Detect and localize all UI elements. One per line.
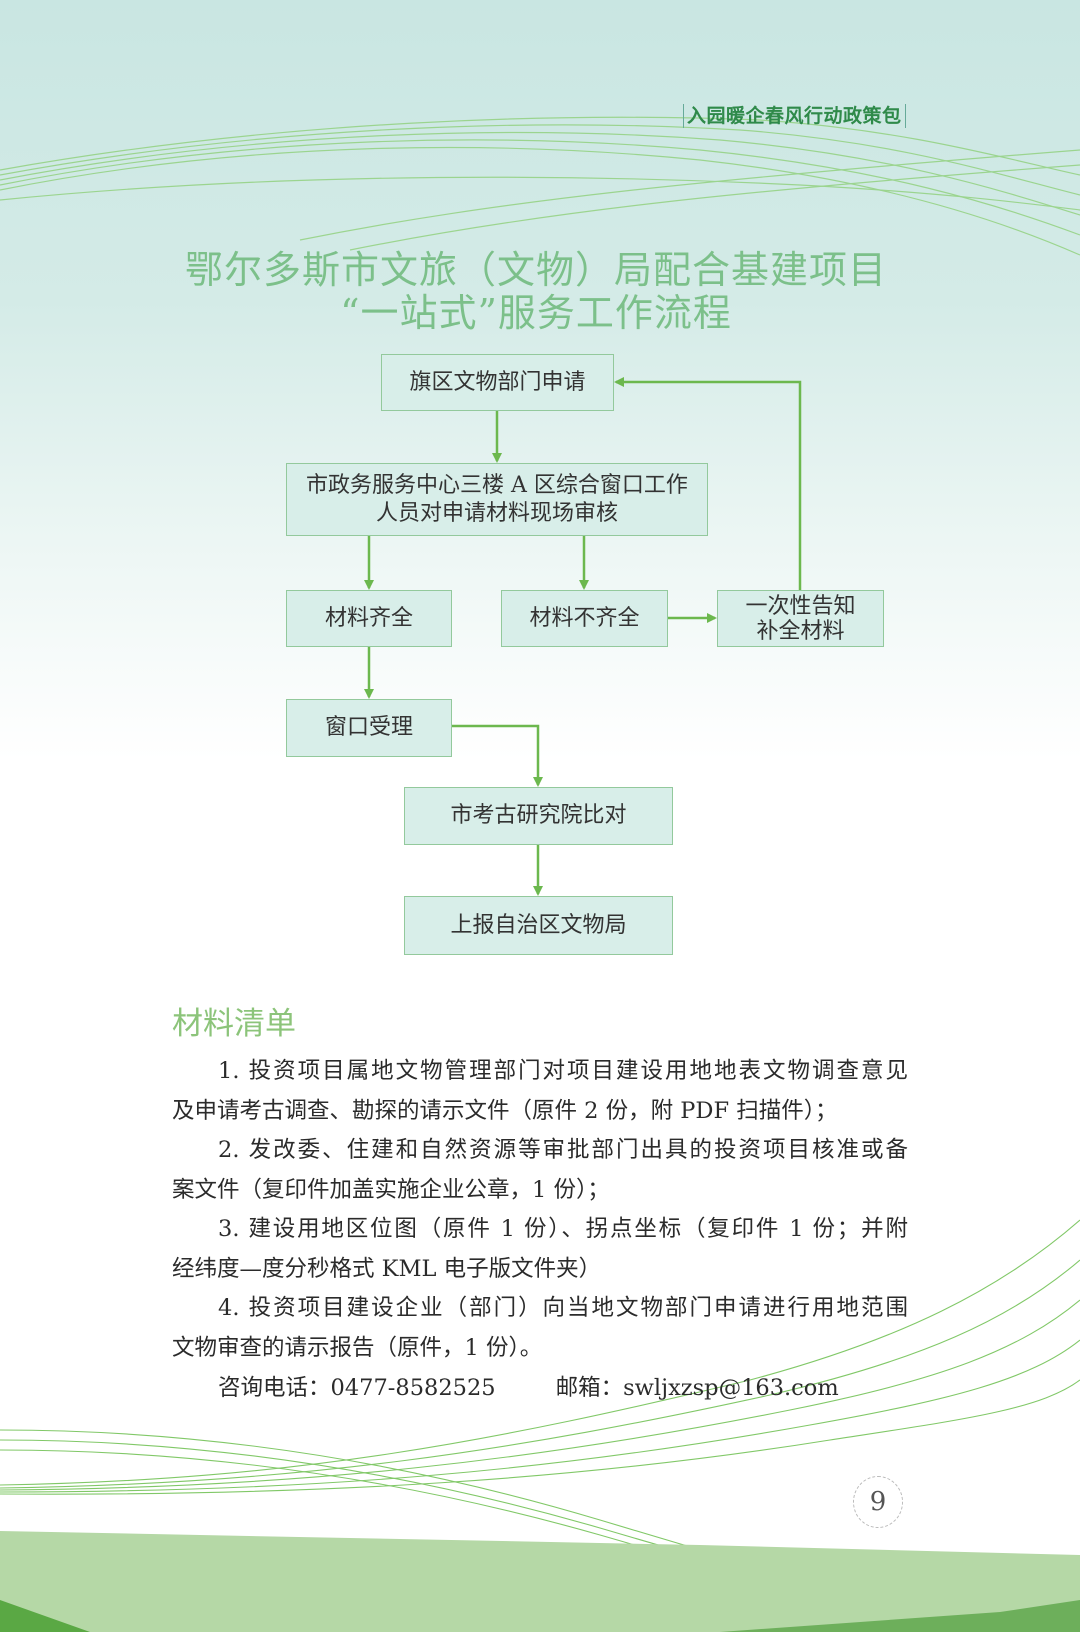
materials-heading: 材料清单 xyxy=(172,1006,296,1042)
page-number: 9 xyxy=(853,1476,903,1528)
flow-node-complete: 材料齐全 xyxy=(286,590,452,647)
email-address: swljxzsp@163.com xyxy=(623,1375,839,1401)
flow-node-label: 市考古研究院比对 xyxy=(450,803,627,828)
material-item-2-line1: 2. 发改委、住建和自然资源等审批部门出具的投资项目核准或备 xyxy=(218,1137,908,1163)
email-label: 邮箱： xyxy=(555,1375,624,1401)
flow-node-label: 市政务服务中心三楼 A 区综合窗口工作 xyxy=(306,472,688,498)
page-title-line1: 鄂尔多斯市文旅（文物）局配合基建项目 xyxy=(184,248,887,292)
flow-node-label: 上报自治区文物局 xyxy=(450,912,627,938)
flow-node-review: 市政务服务中心三楼 A 区综合窗口工作 人员对申请材料现场审核 xyxy=(286,463,708,536)
material-item-1-line2: 及申请考古调查、勘探的请示文件（原件 2 份，附 PDF 扫描件）； xyxy=(172,1098,838,1124)
material-item-1-line1: 1. 投资项目属地文物管理部门对项目建设用地地表文物调查意见 xyxy=(218,1058,908,1084)
flow-node-report: 上报自治区文物局 xyxy=(404,896,673,955)
material-item-4-line1: 4. 投资项目建设企业（部门）向当地文物部门申请进行用地范围 xyxy=(218,1295,908,1321)
flowchart-connectors xyxy=(364,377,802,896)
flow-node-accept: 窗口受理 xyxy=(286,699,452,757)
material-item-3-line1: 3. 建设用地区位图（原件 1 份）、拐点坐标（复印件 1 份；并附 xyxy=(218,1216,908,1242)
phone-label: 咨询电话： xyxy=(218,1375,331,1401)
flow-node-label: 补全材料 xyxy=(756,618,845,644)
flow-node-apply: 旗区文物部门申请 xyxy=(381,354,614,411)
arrow-notify-to-apply xyxy=(614,377,802,590)
arrow-accept-to-compare xyxy=(452,724,543,787)
flow-node-incomplete: 材料不齐全 xyxy=(501,590,668,647)
phone-number: 0477-8582525 xyxy=(330,1375,496,1401)
flow-node-label: 旗区文物部门申请 xyxy=(409,369,586,395)
flow-node-compare: 市考古研究院比对 xyxy=(404,787,673,845)
flow-node-label: 窗口受理 xyxy=(324,715,413,740)
page-title-line2: “一站式”服务工作流程 xyxy=(340,291,732,335)
flow-node-label: 一次性告知 xyxy=(745,593,856,619)
flow-node-label: 人员对申请材料现场审核 xyxy=(375,500,618,526)
header-tag: 入园暖企春风行动政策包 xyxy=(683,104,906,128)
material-item-3-line2: 经纬度—度分秒格式 KML 电子版文件夹） xyxy=(172,1256,602,1282)
material-item-2-line2: 案文件（复印件加盖实施企业公章，1 份）； xyxy=(172,1177,610,1203)
material-item-4-line2: 文物审查的请示报告（原件，1 份）。 xyxy=(172,1335,543,1361)
flow-node-label: 材料不齐全 xyxy=(529,605,640,631)
flow-node-label: 材料齐全 xyxy=(324,605,413,631)
flow-node-notify: 一次性告知 补全材料 xyxy=(717,590,884,647)
contact-info: 咨询电话：0477-8582525 邮箱：swljxzsp@163.com xyxy=(218,1369,839,1409)
